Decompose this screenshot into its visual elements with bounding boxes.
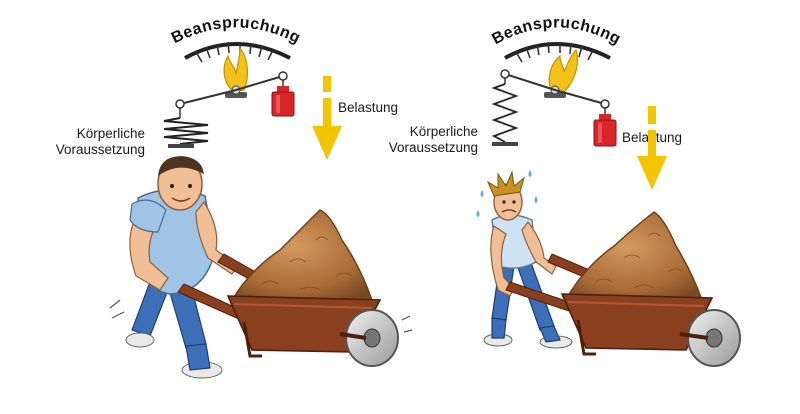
wheelbarrow-icon <box>505 211 741 367</box>
spring-label-line1: Körperliche <box>77 126 145 141</box>
left-panel: Beanspruchung <box>56 14 413 379</box>
weight-label: Belastung <box>338 100 398 115</box>
flame-needle-icon <box>223 46 249 93</box>
right-panel: Beanspruchung <box>389 14 741 367</box>
spring-label-line1: Körperliche <box>410 124 478 139</box>
weight-icon <box>271 80 295 117</box>
wheelbarrow-icon <box>177 209 413 367</box>
spring-icon <box>163 108 209 148</box>
worker-icon <box>476 170 573 349</box>
down-arrow-icon <box>637 106 667 190</box>
spring-icon <box>491 78 519 146</box>
flame-needle-icon <box>548 48 579 93</box>
weight-icon <box>593 108 617 147</box>
down-arrow-icon <box>312 76 342 160</box>
spring-label-line2: Voraussetzung <box>56 142 145 157</box>
spring-label-line2: Voraussetzung <box>389 140 478 155</box>
worker-icon <box>109 156 239 379</box>
